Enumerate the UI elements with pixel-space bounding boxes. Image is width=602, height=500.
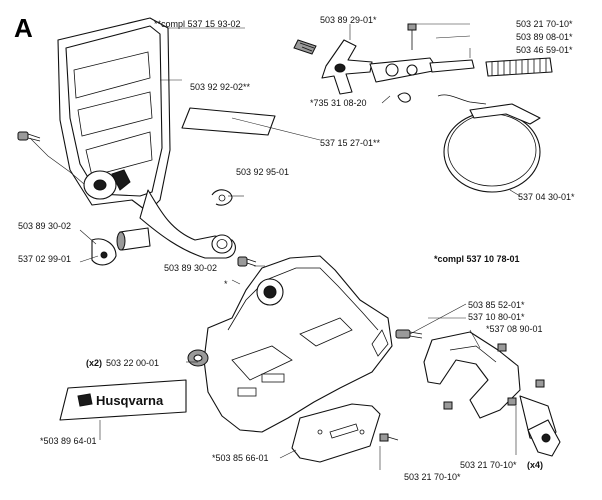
brake-cover-part xyxy=(423,331,561,457)
front-hand-guard xyxy=(57,17,236,259)
label-537-10-80-01: 537 10 80-01* xyxy=(468,312,525,322)
label-537-15-27-01: 537 15 27-01** xyxy=(320,138,381,148)
label-503-92-92-02: 503 92 92-02** xyxy=(190,82,251,92)
husqvarna-decal: Husqvarna xyxy=(59,379,187,421)
label-503-85-66-01: *503 85 66-01 xyxy=(212,453,269,463)
decal-sheet xyxy=(181,107,276,136)
clip-part xyxy=(211,189,233,206)
label-compl-537-10-78-01: *compl 537 10 78-01 xyxy=(434,254,520,264)
screw-middle xyxy=(237,256,257,267)
label-503-85-52-01: 503 85 52-01* xyxy=(468,300,525,310)
label-503-21-70-10-top: 503 21 70-10* xyxy=(516,19,573,29)
label-537-02-99-01: 537 02 99-01 xyxy=(18,254,71,264)
label-503-89-30-02-b: 503 89 30-02 xyxy=(164,263,217,273)
clutch-cover xyxy=(203,255,393,433)
label-503-22-00-01: 503 22 00-01 xyxy=(106,358,159,368)
label-503-89-08-01: 503 89 08-01* xyxy=(516,32,573,42)
label-503-46-59-01: 503 46 59-01* xyxy=(516,45,573,55)
pin-part xyxy=(91,227,151,266)
label-x2: (x2) xyxy=(86,358,102,368)
label-compl-537-15-93-02: **compl 537 15 93-02 xyxy=(154,19,241,29)
label-503-21-70-10-x4: 503 21 70-10* xyxy=(460,460,517,470)
label-503-92-95-01: 503 92 95-01 xyxy=(236,167,289,177)
label-503-21-70-10-bottom: 503 21 70-10* xyxy=(404,472,461,482)
screw-left xyxy=(17,131,41,142)
label-537-08-90-01: *537 08 90-01 xyxy=(486,324,543,334)
label-star-mark: * xyxy=(224,279,228,289)
part-labels: **compl 537 15 93-02 503 92 92-02** 537 … xyxy=(18,15,575,482)
cover-screw xyxy=(395,329,423,339)
label-735-31-08-20: *735 31 08-20 xyxy=(310,98,367,108)
section-letter: A xyxy=(14,13,33,43)
washer-part xyxy=(187,349,209,367)
brake-mechanism xyxy=(293,23,553,105)
leader-lines xyxy=(29,23,521,470)
chain-catcher-plate xyxy=(291,403,381,463)
bottom-screw xyxy=(379,433,399,442)
brake-band xyxy=(443,103,541,193)
label-503-89-64-01: *503 89 64-01 xyxy=(40,436,97,446)
label-537-04-30-01: 537 04 30-01* xyxy=(518,192,575,202)
brand-text: Husqvarna xyxy=(96,393,164,408)
label-x4: (x4) xyxy=(527,460,543,470)
label-503-89-29-01: 503 89 29-01* xyxy=(320,15,377,25)
label-503-89-30-02-a: 503 89 30-02 xyxy=(18,221,71,231)
